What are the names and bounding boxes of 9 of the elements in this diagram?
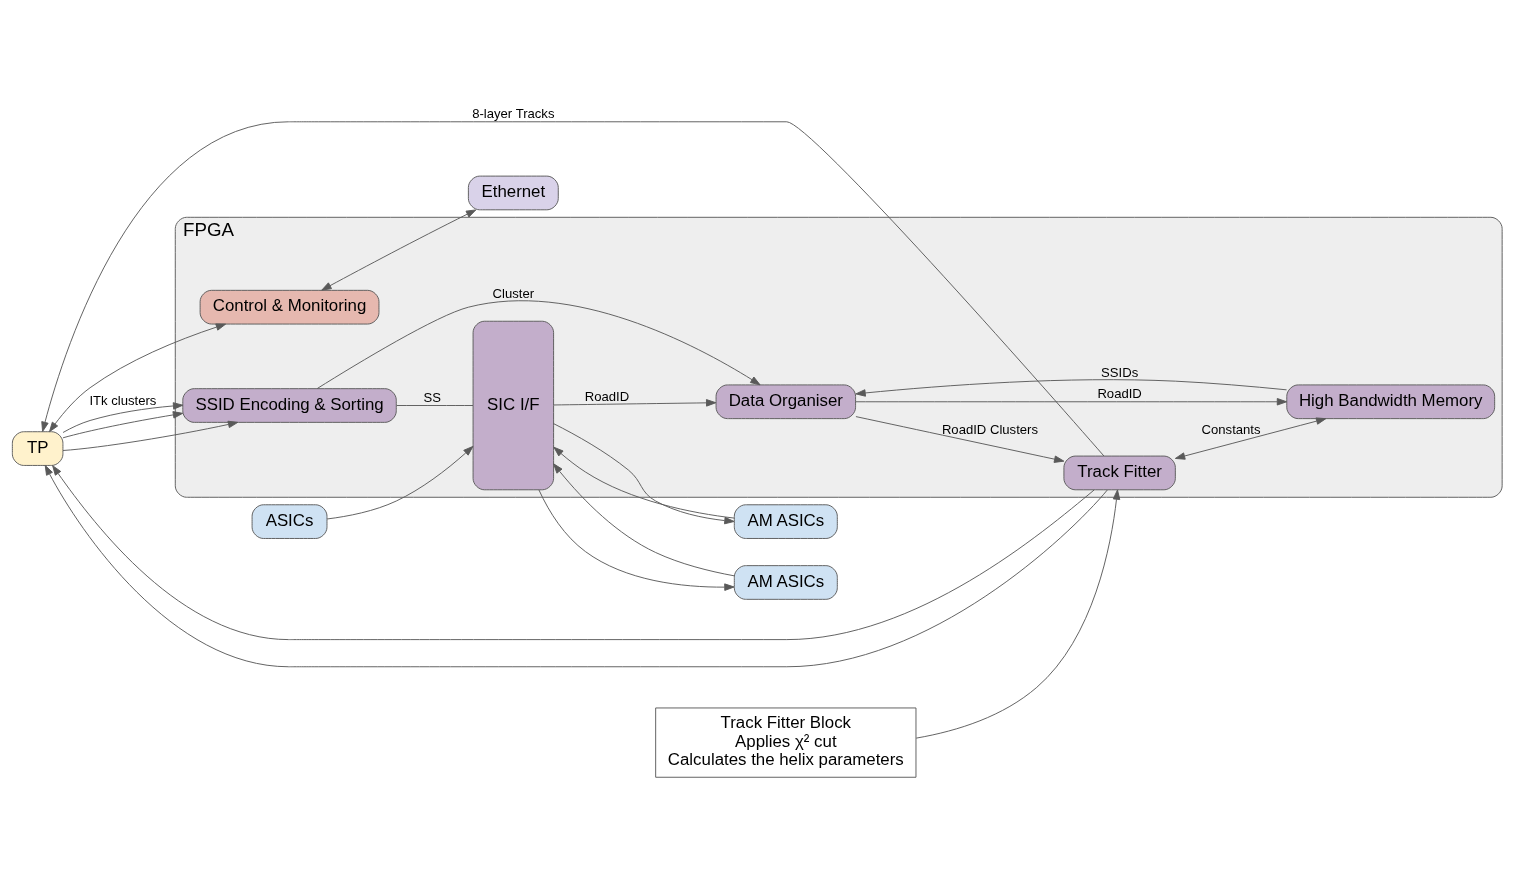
edge-label: RoadID (584, 389, 630, 405)
edge-label: ITk clusters (89, 392, 157, 408)
edge-label: SSIDs (1101, 364, 1139, 380)
edge-label: Cluster (492, 286, 535, 302)
edge-label: 8-layer Tracks (472, 106, 555, 122)
edge-label: RoadID (1097, 386, 1142, 402)
edge-label: RoadID Clusters (941, 421, 1038, 437)
edge-label: SS (423, 389, 442, 405)
edge-label: Constants (1201, 421, 1261, 437)
